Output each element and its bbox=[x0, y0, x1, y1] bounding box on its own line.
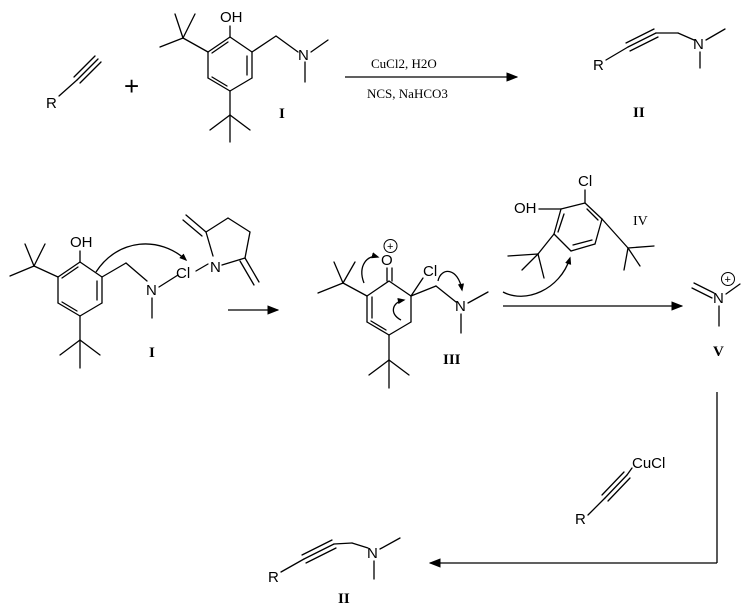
compound-I-mechanism: OH N bbox=[9, 234, 188, 369]
condition-reagents-top: CuCl2, H2O bbox=[371, 56, 437, 71]
chlorophenol-IV: Cl OH bbox=[507, 173, 655, 279]
hydroxyl-label: OH bbox=[70, 234, 93, 251]
propargylamine-II-bottom: R N bbox=[268, 537, 401, 586]
nitrogen-label: N bbox=[693, 36, 704, 53]
nitrogen-label: N bbox=[210, 259, 221, 276]
copper-acetylide: R CuCl bbox=[575, 455, 665, 528]
label-I-top: I bbox=[279, 106, 285, 122]
iminium-charge: + bbox=[725, 274, 731, 286]
nitrogen-label: N bbox=[298, 47, 309, 64]
oxygen-label: O bbox=[381, 252, 393, 269]
terminal-alkyne: R bbox=[46, 55, 102, 112]
chlorine-label: Cl bbox=[578, 173, 592, 190]
r-group-label: R bbox=[575, 511, 586, 528]
propargylamine-II-top: R N bbox=[593, 28, 726, 74]
nitrogen-label: N bbox=[146, 282, 157, 299]
condition-reagents-bottom: NCS, NaHCO3 bbox=[367, 86, 448, 101]
label-III: III bbox=[443, 352, 461, 368]
nitrogen-label: N bbox=[713, 290, 724, 307]
hydroxyl-label: OH bbox=[514, 200, 537, 217]
label-IV: IV bbox=[633, 214, 648, 229]
r-group-label: R bbox=[593, 57, 604, 74]
curved-arrow-to-IV bbox=[502, 256, 572, 297]
iminium-V: N + bbox=[691, 272, 741, 327]
nitrogen-label: N bbox=[367, 545, 378, 562]
chlorine-label: Cl bbox=[423, 263, 437, 280]
oxonium-charge: + bbox=[387, 241, 393, 253]
compound-I-top: OH N bbox=[159, 9, 329, 143]
chlorine-label: Cl bbox=[176, 265, 190, 282]
plus-sign: + bbox=[124, 71, 139, 101]
ncs-reagent: N Cl bbox=[176, 214, 260, 286]
label-I-mechanism: I bbox=[149, 345, 155, 361]
copper-chloride-label: CuCl bbox=[632, 455, 665, 472]
r-group-label: R bbox=[46, 95, 57, 112]
label-II-bottom: II bbox=[338, 591, 350, 605]
hydroxyl-label: OH bbox=[220, 9, 243, 26]
reaction-arrow-top: CuCl2, H2O NCS, NaHCO3 bbox=[345, 56, 519, 101]
r-group-label: R bbox=[268, 569, 279, 586]
nitrogen-label: N bbox=[455, 298, 466, 315]
intermediate-III: O + Cl N bbox=[317, 239, 489, 389]
label-II-top: II bbox=[633, 105, 645, 121]
label-V: V bbox=[713, 344, 724, 360]
